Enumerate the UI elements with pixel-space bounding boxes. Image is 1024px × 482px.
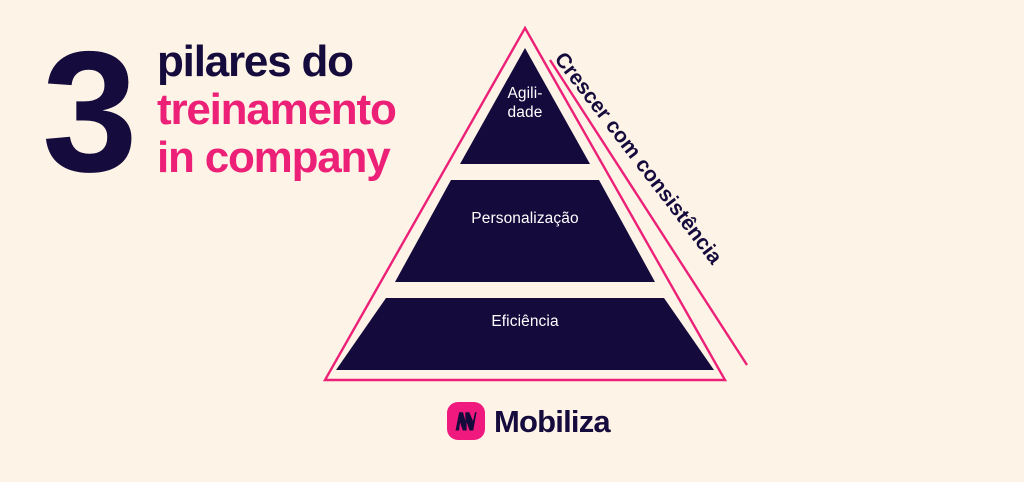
pyramid-svg bbox=[322, 25, 749, 382]
headline-line-1: pilares do bbox=[157, 37, 354, 86]
pyramid-diagram: Agili- dade Personalização Eficiência bbox=[300, 12, 780, 397]
pyramid-tier-1 bbox=[460, 48, 590, 164]
headline-block: 3 pilares do treinamento in company bbox=[42, 26, 472, 198]
headline-line-2: treinamento bbox=[157, 85, 397, 134]
pyramid-tier-1-label: Agili- dade bbox=[507, 85, 543, 121]
headline-lines: pilares do treinamento in company bbox=[157, 38, 487, 182]
pyramid-tier-3-label: Eficiência bbox=[491, 313, 559, 330]
pillar-count-number: 3 bbox=[42, 16, 138, 208]
pyramid-tier-2 bbox=[395, 180, 655, 282]
pyramid-tier-2-label: Personalização bbox=[471, 210, 579, 227]
brand-logo: Mobiliza bbox=[447, 399, 611, 443]
brand-wordmark: Mobiliza bbox=[494, 403, 611, 439]
pyramid-tier-3 bbox=[336, 298, 714, 370]
mobiliza-m-glyph bbox=[455, 412, 477, 431]
mobiliza-m-icon bbox=[447, 402, 485, 440]
pyramid-outline-triangle bbox=[322, 25, 728, 382]
headline-line-3: in company bbox=[157, 133, 391, 182]
growth-accent-line bbox=[548, 59, 749, 366]
